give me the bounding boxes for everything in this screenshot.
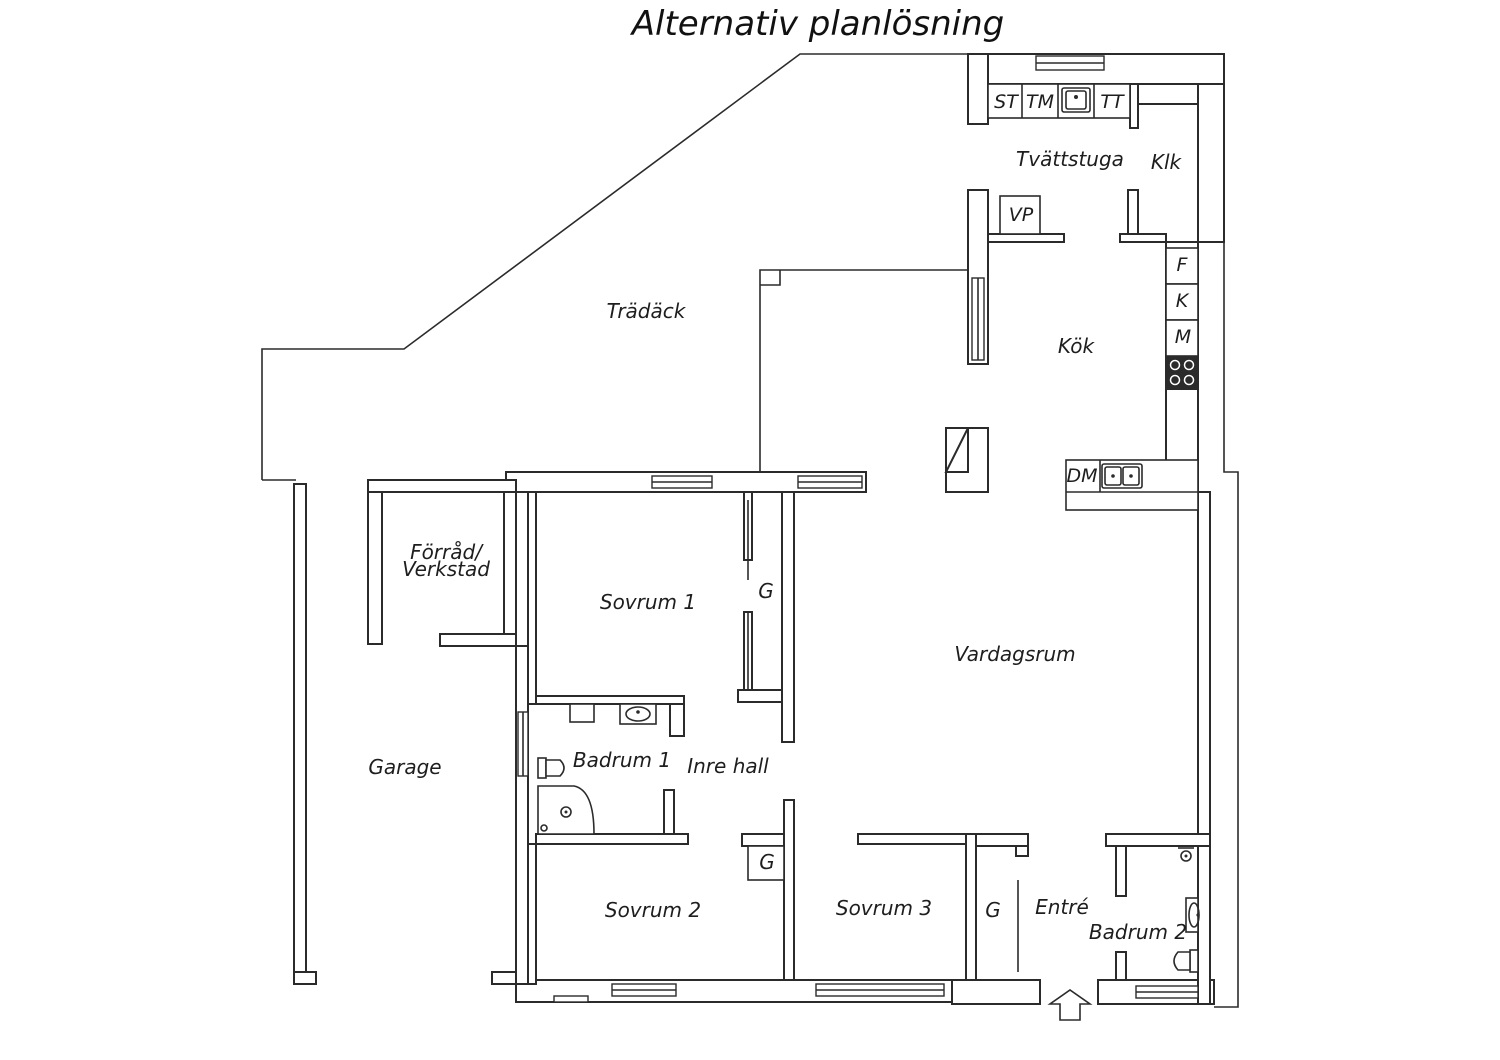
label-tm: TM [1026, 91, 1054, 113]
plan-title: Alternativ planlösning [630, 4, 1005, 44]
windows [517, 55, 1199, 1003]
room-labels: Trädäck Tvättstuga Klk Kök Vardagsrum Fö… [368, 147, 1187, 944]
double-sink-icon [1101, 463, 1143, 489]
label-m: M [1175, 326, 1191, 348]
bathroom2-fixtures [1173, 847, 1200, 973]
room-label-forrad-1: Förråd/ [410, 540, 484, 564]
room-label-sovrum2: Sovrum 2 [605, 898, 701, 922]
heat-pump: VP [999, 195, 1041, 235]
stove-icon [1166, 356, 1198, 390]
room-label-vardagsrum: Vardagsrum [954, 642, 1075, 666]
closet-label-hall: G [759, 850, 775, 874]
room-label-tvattstuga: Tvättstuga [1016, 147, 1124, 171]
label-tt: TT [1100, 91, 1125, 113]
label-f: F [1177, 254, 1189, 276]
room-label-tradack: Trädäck [607, 299, 687, 323]
sink-icon [619, 703, 657, 725]
room-label-sovrum1: Sovrum 1 [600, 590, 696, 614]
sink-icon [1061, 87, 1091, 113]
room-label-forrad-2: Verkstad [402, 557, 490, 581]
room-label-entre: Entré [1035, 895, 1089, 919]
room-label-klk: Klk [1151, 150, 1183, 174]
closet-label-sovrum1: G [758, 579, 774, 603]
closet-doors [747, 500, 1019, 972]
entrance-arrow-icon [1047, 989, 1093, 1021]
label-dm: DM [1066, 465, 1097, 487]
toilet-icon [1173, 949, 1199, 973]
shower-icon [537, 785, 595, 835]
room-label-inre-hall: Inre hall [687, 754, 769, 778]
closets [747, 845, 785, 881]
label-st: ST [994, 91, 1019, 113]
room-label-badrum2: Badrum 2 [1089, 920, 1187, 944]
toilet-icon [537, 757, 565, 779]
closet-label-entre: G [985, 898, 1001, 922]
sink-icon [1185, 897, 1200, 933]
room-label-kok: Kök [1058, 334, 1096, 358]
room-label-sovrum3: Sovrum 3 [836, 896, 932, 920]
interior-walls [367, 83, 1211, 985]
label-vp: VP [1009, 204, 1034, 226]
room-label-garage: Garage [368, 755, 441, 779]
deck-outline [261, 53, 1239, 1008]
bathroom1-fixtures [537, 703, 657, 835]
kitchen-appliances: F K M DM [1065, 247, 1199, 511]
room-label-badrum1: Badrum 1 [573, 748, 671, 772]
label-k: K [1176, 290, 1190, 312]
laundry-counter: ST TM TT [987, 83, 1131, 119]
shower-icon [1178, 847, 1194, 862]
